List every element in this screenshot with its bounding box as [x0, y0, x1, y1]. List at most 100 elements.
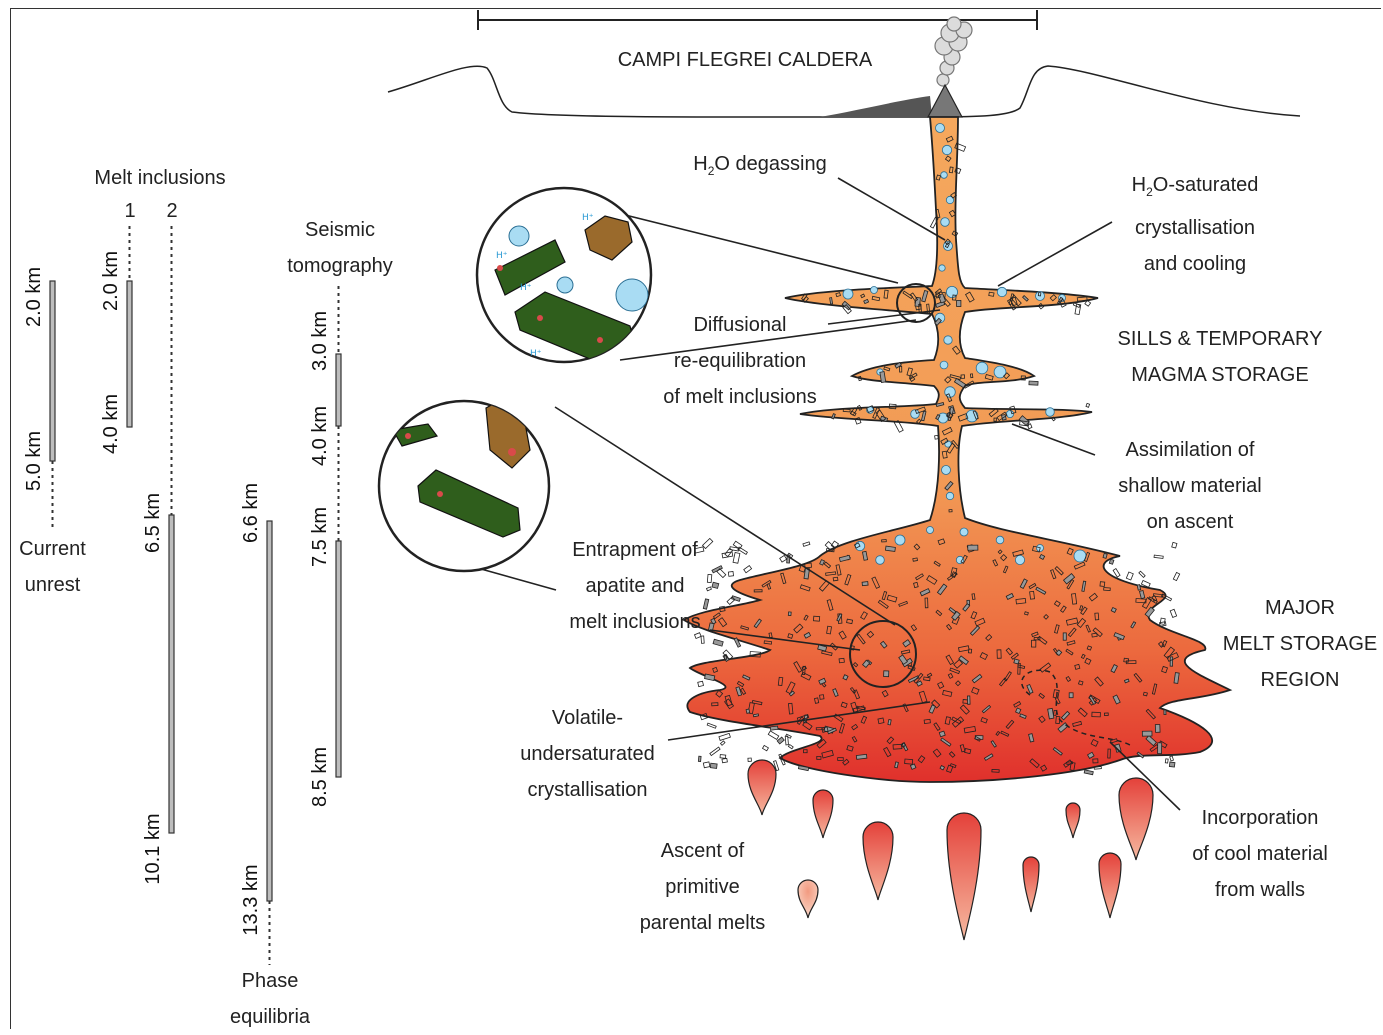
crystal	[1069, 693, 1073, 698]
crystal	[713, 639, 723, 646]
crystal	[732, 596, 741, 602]
crystal	[1139, 571, 1145, 577]
crystal	[939, 731, 945, 737]
eruption-plume	[935, 17, 972, 86]
crystal	[862, 582, 868, 586]
gas-bubble	[1015, 555, 1024, 564]
current-bottom-depth: 5.0 km	[23, 416, 45, 506]
crystal	[1173, 572, 1179, 580]
volcanic-cone	[928, 85, 962, 117]
crystal	[746, 709, 750, 713]
crystal	[888, 720, 891, 725]
crystal	[1142, 731, 1152, 736]
crystal	[1154, 555, 1163, 558]
crystal	[1170, 756, 1174, 761]
label-entrapment: Entrapment of apatite and melt inclusion…	[540, 532, 730, 640]
melt-droplet	[813, 790, 833, 838]
crystal	[770, 726, 778, 730]
gas-bubble	[966, 410, 978, 422]
crystal	[1029, 381, 1038, 385]
gas-bubble	[940, 361, 948, 369]
crystal	[1172, 542, 1177, 548]
caption-melt-inclusions: Melt inclusions	[75, 160, 245, 196]
crystal	[698, 756, 701, 761]
gas-bubble	[976, 362, 988, 374]
gas-bubble	[941, 172, 948, 179]
label-ascent: Ascent of primitive parental melts	[615, 833, 790, 941]
svg-text:H⁺: H⁺	[520, 283, 532, 293]
gas-bubble	[1006, 410, 1013, 417]
crystal	[1113, 569, 1120, 577]
seismic2-top-depth: 7.5 km	[309, 492, 331, 582]
primitive-melt-droplets	[748, 760, 1153, 940]
gas-bubble	[911, 410, 920, 419]
crystal	[768, 731, 779, 740]
crystal	[1158, 743, 1162, 754]
label-assimilation: Assimilation of shallow material on asce…	[1090, 432, 1290, 540]
crystal	[780, 555, 787, 562]
crystal	[753, 714, 758, 717]
crystal	[968, 545, 978, 550]
phase-top-depth: 6.6 km	[240, 468, 262, 558]
crystal	[710, 747, 720, 755]
label-h2o-degassing: H2O degassing	[660, 146, 860, 189]
melt2-top-depth: 6.5 km	[142, 478, 164, 568]
label-volatile: Volatile- undersaturated crystallisation	[500, 700, 675, 808]
crystal	[884, 671, 889, 677]
gas-bubble	[946, 492, 953, 499]
gas-bubble	[936, 124, 945, 133]
seismic2-bottom-depth: 8.5 km	[309, 732, 331, 822]
crystal	[1094, 767, 1101, 770]
crystal	[785, 736, 788, 745]
gas-bubble	[927, 527, 934, 534]
crystal	[957, 300, 961, 306]
tephra-deposit	[820, 96, 932, 117]
gas-bubble	[876, 556, 885, 565]
caption-seismic: Seismic tomography	[270, 212, 410, 284]
svg-text:H⁺: H⁺	[586, 360, 598, 370]
gas-bubble	[997, 287, 1006, 296]
melt1-top-depth: 2.0 km	[100, 236, 122, 326]
gas-bubble	[938, 413, 948, 423]
crystal	[1170, 657, 1173, 666]
gas-bubble	[843, 289, 853, 299]
gas-bubbles	[843, 124, 1086, 565]
caldera-title: CAMPI FLEGREI CALDERA	[600, 42, 890, 78]
crystal	[710, 763, 717, 768]
label-sills: SILLS & TEMPORARY MAGMA STORAGE	[1100, 321, 1340, 393]
crystal	[763, 745, 769, 750]
crystal	[788, 612, 791, 616]
crystal	[1126, 572, 1133, 580]
melt-droplet	[1119, 778, 1153, 860]
melt-droplet	[1023, 857, 1039, 912]
crystal	[1169, 762, 1175, 767]
gas-bubble	[895, 535, 905, 545]
crystal	[777, 737, 784, 744]
gas-bubble	[871, 287, 878, 294]
crystal	[830, 298, 833, 305]
label-h2o-saturated: H2O-saturated crystallisation and coolin…	[1100, 167, 1290, 282]
melt1-bottom-depth: 4.0 km	[100, 379, 122, 469]
melt-droplet	[947, 813, 981, 940]
melt-column-1-number: 1	[120, 193, 140, 229]
melt-droplet	[1066, 803, 1080, 838]
crystal	[803, 542, 810, 547]
gas-bubble	[941, 218, 950, 227]
gas-bubble	[939, 265, 945, 271]
crystal	[856, 754, 867, 759]
crystal	[967, 696, 970, 704]
melt-column-2-number: 2	[162, 193, 182, 229]
melt-droplet	[798, 880, 818, 918]
crystal	[1165, 759, 1168, 763]
phase-bottom-depth: 13.3 km	[240, 855, 262, 945]
gas-bubble	[942, 145, 951, 154]
melt-droplet	[1099, 853, 1121, 918]
crystal	[703, 762, 710, 768]
melt-droplet	[748, 760, 776, 815]
crystal	[1063, 633, 1066, 640]
gas-bubble	[996, 536, 1004, 544]
gas-bubble	[944, 336, 952, 344]
seismic1-bottom-depth: 4.0 km	[309, 391, 331, 481]
crystal	[722, 758, 727, 762]
crystal	[1155, 725, 1160, 733]
